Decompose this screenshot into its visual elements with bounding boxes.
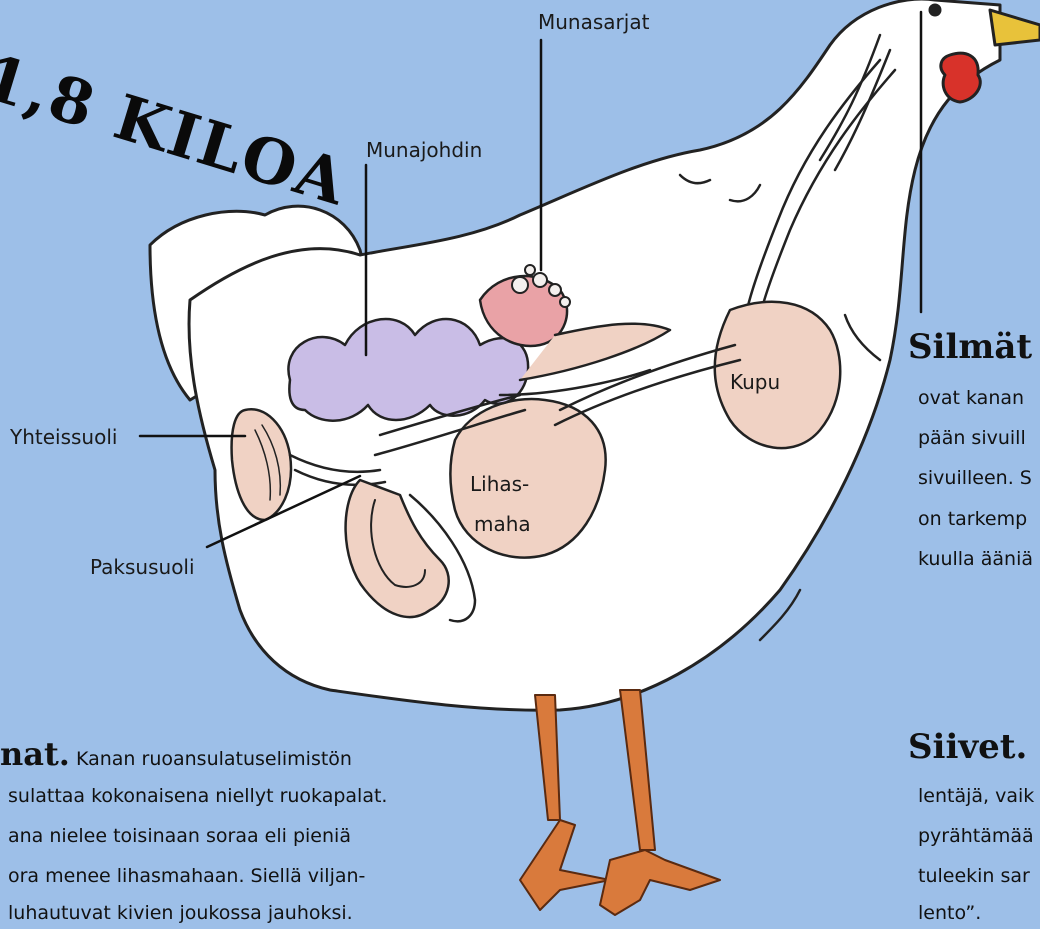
ruoansulatus-line: ana nielee toisinaan soraa eli pieniä xyxy=(8,825,351,847)
siivet-line: lentäjä, vaik xyxy=(918,785,1034,807)
silmat-line: sivuilleen. S xyxy=(918,467,1032,489)
label-munajohdin: Munajohdin xyxy=(366,138,482,162)
silmat-line: kuulla ääniä xyxy=(918,548,1033,570)
ruoansulatus-intro: Kanan ruoansulatuselimistön xyxy=(76,748,352,770)
ruoansulatus-first-line: nat. Kanan ruoansulatuselimistön xyxy=(0,735,352,773)
silmat-line: on tarkemp xyxy=(918,508,1027,530)
label-kupu: Kupu xyxy=(730,370,780,394)
label-yhteissuoli: Yhteissuoli xyxy=(10,425,117,449)
silmat-heading: Silmät xyxy=(908,327,1032,367)
siivet-line: tuleekin sar xyxy=(918,865,1030,887)
ruoansulatus-line: luhautuvat kivien joukossa jauhoksi. xyxy=(8,902,353,924)
siivet-line: pyrähtämää xyxy=(918,825,1034,847)
silmat-line: ovat kanan xyxy=(918,387,1024,409)
label-lihasmaha-2: maha xyxy=(474,512,531,536)
beak xyxy=(990,10,1040,45)
legs xyxy=(520,690,720,915)
siivet-line: lento”. xyxy=(918,902,981,924)
ruoansulatus-line: sulattaa kokonaisena niellyt ruokapalat. xyxy=(8,785,387,807)
comb xyxy=(941,53,980,102)
ruoansulatus-line: ora menee lihasmahaan. Siellä viljan- xyxy=(8,865,365,887)
ruoansulatus-heading: nat. xyxy=(0,735,70,773)
silmat-line: pään sivuill xyxy=(918,427,1026,449)
label-lihasmaha-1: Lihas- xyxy=(470,472,529,496)
label-munasarjat: Munasarjat xyxy=(538,10,649,34)
siivet-heading: Siivet. xyxy=(908,727,1027,767)
label-paksusuoli: Paksusuoli xyxy=(90,555,195,579)
